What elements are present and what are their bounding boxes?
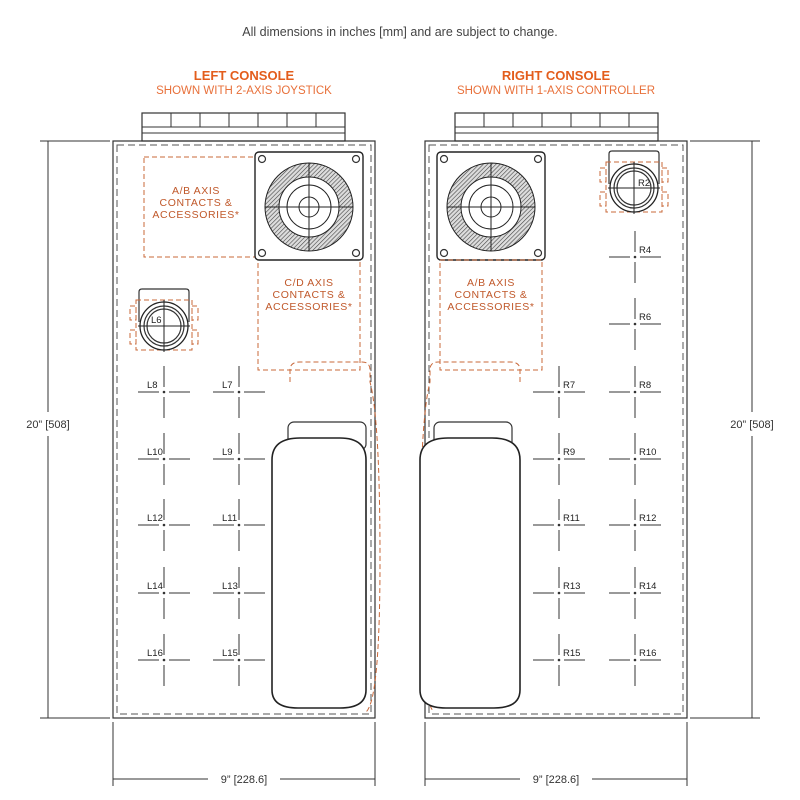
armrest: [419, 437, 521, 709]
cd-zone-label: CONTACTS &: [273, 289, 346, 301]
position-label: L10: [147, 447, 163, 458]
position-crosshair: [212, 432, 266, 486]
position-label: R7: [563, 380, 575, 391]
position-label: R11: [563, 513, 580, 524]
cd-zone-label: ACCESSORIES*: [265, 301, 352, 313]
right-console: RIGHT CONSOLE SHOWN WITH 1-AXIS CONTROLL…: [419, 68, 688, 719]
right-width-dimension: 9” [228.6]: [533, 774, 579, 786]
position-crosshair: [608, 498, 662, 552]
connector-label: R2: [638, 178, 650, 189]
position-crosshair: [212, 365, 266, 419]
position-crosshair: [608, 633, 662, 687]
ab-zone-label: A/B AXIS: [467, 277, 515, 289]
position-crosshair: [212, 633, 266, 687]
position-label: R12: [639, 513, 656, 524]
position-label: R10: [639, 447, 656, 458]
position-label: R16: [639, 648, 656, 659]
left-console: LEFT CONSOLE SHOWN WITH 2-AXIS JOYSTICK …: [112, 68, 381, 719]
left-console-subtitle: SHOWN WITH 2-AXIS JOYSTICK: [156, 85, 332, 97]
position-crosshair: [137, 498, 191, 552]
left-width-dimension: 9” [228.6]: [221, 774, 267, 786]
position-label: R4: [639, 245, 651, 256]
position-label: R8: [639, 380, 651, 391]
armrest: [271, 437, 367, 709]
joystick-icon: [254, 151, 364, 261]
position-label: L12: [147, 513, 163, 524]
position-label: L9: [222, 447, 233, 458]
position-crosshair: [532, 633, 586, 687]
position-crosshair: [608, 365, 662, 419]
controller-icon: [436, 151, 546, 261]
position-label: L14: [147, 581, 163, 592]
position-label: R13: [563, 581, 580, 592]
position-label: R15: [563, 648, 580, 659]
ab-zone-label: CONTACTS &: [160, 197, 233, 209]
position-crosshair: [212, 566, 266, 620]
left-height-dimension: 20” [508]: [26, 419, 69, 431]
position-crosshair: [608, 432, 662, 486]
armrest-outline: [419, 361, 521, 713]
ab-zone-label: ACCESSORIES*: [152, 209, 239, 221]
right-console-title: RIGHT CONSOLE: [502, 68, 611, 83]
position-crosshair: [532, 365, 586, 419]
position-crosshair: [137, 365, 191, 419]
position-crosshair: [608, 230, 662, 284]
dimensions: [40, 140, 760, 786]
position-label: L11: [222, 513, 237, 524]
connector-icon: [599, 150, 669, 215]
ab-zone-label: CONTACTS &: [455, 289, 528, 301]
connector-icon: [129, 288, 199, 353]
position-label: R6: [639, 312, 651, 323]
position-crosshair: [137, 566, 191, 620]
ab-zone-label: ACCESSORIES*: [447, 301, 534, 313]
armrest-outline: [289, 361, 381, 713]
position-crosshair: [532, 432, 586, 486]
right-console-subtitle: SHOWN WITH 1-AXIS CONTROLLER: [457, 85, 655, 97]
left-console-title: LEFT CONSOLE: [194, 68, 295, 83]
position-crosshair: [532, 566, 586, 620]
ab-zone-label: A/B AXIS: [172, 185, 220, 197]
ab-axis-zone: [439, 259, 543, 371]
position-label: L16: [147, 648, 163, 659]
position-label: L7: [222, 380, 233, 391]
position-crosshair: [608, 297, 662, 351]
position-crosshair: [137, 633, 191, 687]
connector-label: L6: [151, 315, 162, 326]
position-label: R14: [639, 581, 656, 592]
position-label: L15: [222, 648, 238, 659]
position-label: R9: [563, 447, 575, 458]
cd-zone-label: C/D AXIS: [284, 277, 333, 289]
position-crosshair: [608, 566, 662, 620]
right-height-dimension: 20” [508]: [730, 419, 773, 431]
dimension-note: All dimensions in inches [mm] and are su…: [242, 25, 557, 39]
position-label: L8: [147, 380, 158, 391]
position-crosshair: [137, 432, 191, 486]
position-label: L13: [222, 581, 238, 592]
position-crosshair: [532, 498, 586, 552]
position-crosshair: [212, 498, 266, 552]
